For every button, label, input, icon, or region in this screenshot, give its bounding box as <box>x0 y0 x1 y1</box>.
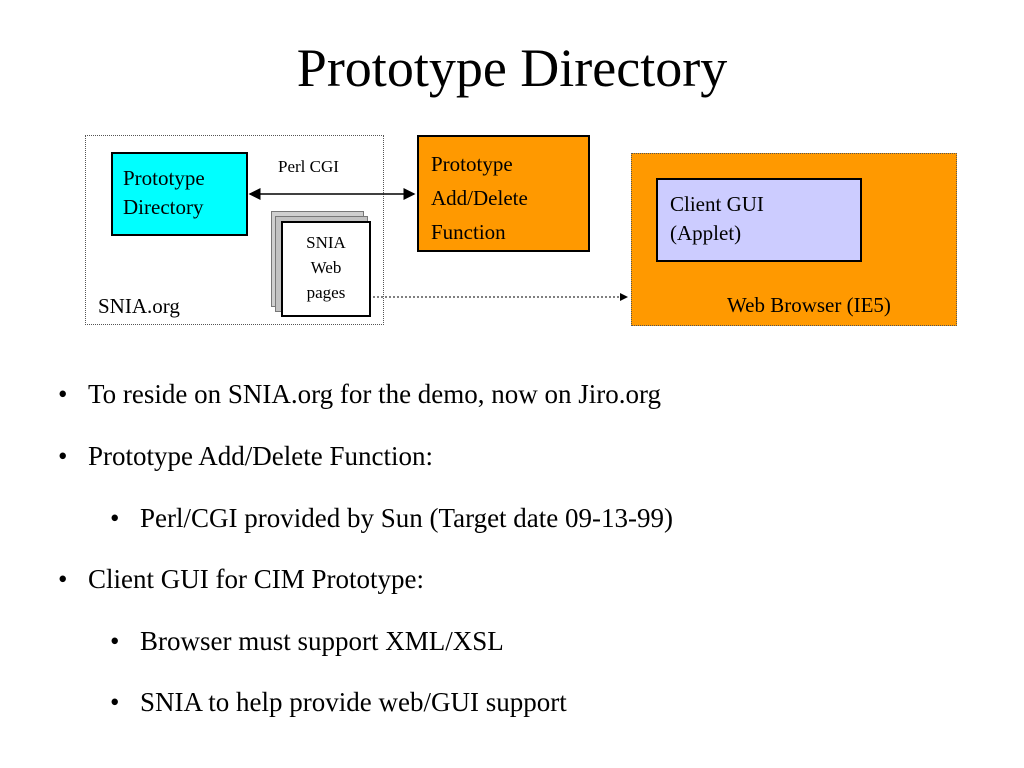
prototype-directory-line1: Prototype <box>123 166 205 190</box>
bullet-item: • Prototype Add/Delete Function: <box>58 440 433 472</box>
client-gui-line1: Client GUI <box>670 192 764 216</box>
prototype-directory-box: Prototype Directory <box>111 152 248 236</box>
snia-pages-line1: SNIA <box>306 233 346 252</box>
add-delete-line3: Function <box>431 220 506 244</box>
bullet-text: Perl/CGI provided by Sun (Target date 09… <box>140 503 673 533</box>
bullet-item: • Client GUI for CIM Prototype: <box>58 563 424 595</box>
connector-lines <box>248 188 628 301</box>
bullet-text: Prototype Add/Delete Function: <box>88 441 433 471</box>
bullet-text: SNIA to help provide web/GUI support <box>140 687 567 717</box>
snia-org-label: SNIA.org <box>98 294 180 318</box>
perl-cgi-label: Perl CGI <box>278 157 339 176</box>
bullet-marker: • <box>58 441 68 471</box>
add-delete-function-box: Prototype Add/Delete Function <box>417 135 590 252</box>
snia-pages-line3: pages <box>306 283 346 302</box>
add-delete-line1: Prototype <box>431 152 513 176</box>
snia-org-region <box>85 135 384 325</box>
sub-bullet-item: • Perl/CGI provided by Sun (Target date 0… <box>110 502 673 534</box>
client-gui-box: Client GUI (Applet) <box>656 178 862 262</box>
bullet-item: • To reside on SNIA.org for the demo, now… <box>58 378 661 410</box>
add-delete-line2: Add/Delete <box>431 186 528 210</box>
web-browser-label: Web Browser (IE5) <box>727 293 891 317</box>
prototype-directory-line2: Directory <box>123 195 204 219</box>
sub-bullet-item: • Browser must support XML/XSL <box>110 625 504 657</box>
slide-title: Prototype Directory <box>296 38 728 98</box>
bullet-text: To reside on SNIA.org for the demo, now … <box>88 379 662 409</box>
bullet-marker: • <box>110 626 120 656</box>
client-gui-line2: (Applet) <box>670 221 742 245</box>
architecture-diagram: Prototype Directory Perl CGI Prototype A… <box>0 0 1024 340</box>
bullet-marker: • <box>58 379 68 409</box>
snia-pages-line2: Web <box>310 258 342 277</box>
bullet-marker: • <box>110 503 120 533</box>
snia-web-pages-box: SNIA Web pages <box>281 221 371 317</box>
bullet-text: Client GUI for CIM Prototype: <box>88 564 424 594</box>
bullet-marker: • <box>58 564 68 594</box>
bullet-marker: • <box>110 687 120 717</box>
sub-bullet-item: • SNIA to help provide web/GUI support <box>110 686 567 718</box>
bullet-text: Browser must support XML/XSL <box>140 626 504 656</box>
